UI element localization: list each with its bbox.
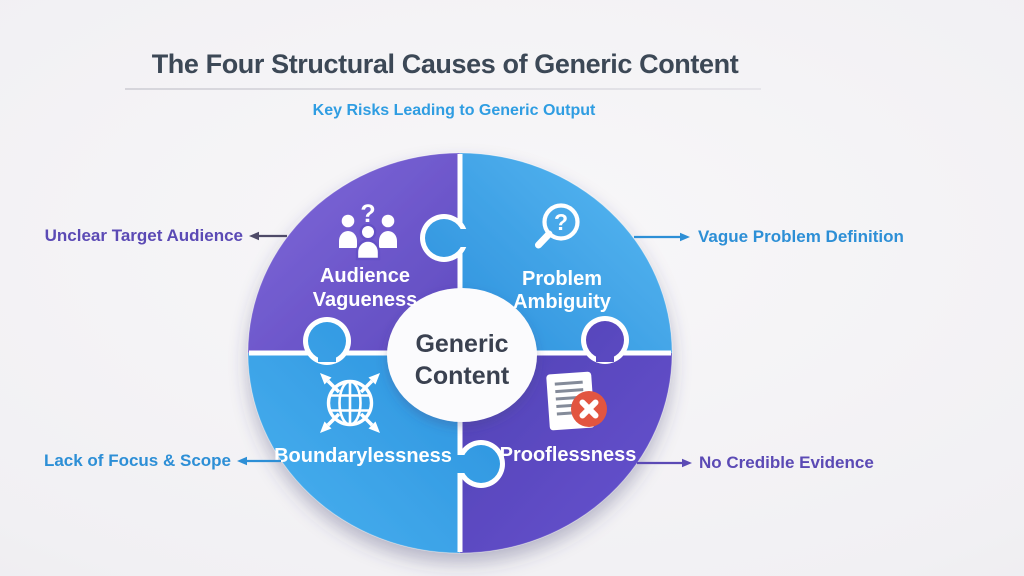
arrow-head-right-icon	[680, 232, 690, 242]
x-icon	[579, 399, 599, 419]
puzzle-knob	[308, 322, 346, 360]
question-glyph: ?	[360, 200, 375, 228]
puzzle-knob	[586, 321, 624, 359]
center-label-line2: Content	[415, 362, 510, 390]
quadrant-boundarylessness	[247, 352, 461, 554]
center-label-line1: Generic	[415, 330, 508, 358]
people-question-icon: ?	[339, 200, 397, 261]
document-error-icon	[546, 371, 607, 431]
magnifier-question-icon: ?	[535, 203, 580, 249]
arrow-head-left-icon	[249, 231, 259, 241]
title-divider	[125, 88, 761, 90]
label-audience-line2: Vagueness	[313, 289, 418, 311]
label-problem-line1: Problem	[522, 268, 602, 290]
callout-label: No Credible Evidence	[699, 453, 874, 472]
label-audience-line1: Audience	[320, 265, 410, 287]
callout-right-bottom: No Credible Evidence	[637, 453, 874, 472]
callout-label: Lack of Focus & Scope	[44, 451, 231, 470]
callout-left-top: Unclear Target Audience	[45, 226, 287, 245]
label-problem-line2: Ambiguity	[513, 291, 612, 313]
question-glyph: ?	[554, 209, 568, 235]
callout-label: Vague Problem Definition	[698, 227, 904, 246]
arrow-head-left-icon	[237, 456, 247, 466]
quadrant-problem-ambiguity	[459, 152, 673, 354]
callout-right-top: Vague Problem Definition	[634, 227, 904, 246]
label-boundarylessness: Boundarylessness	[274, 445, 452, 467]
center-circle	[387, 288, 537, 422]
quadrant-audience-vagueness	[247, 152, 461, 354]
puzzle-knob	[462, 445, 500, 483]
callout-left-bottom: Lack of Focus & Scope	[44, 451, 281, 470]
page-title: The Four Structural Causes of Generic Co…	[151, 49, 739, 79]
page-subtitle: Key Risks Leading to Generic Output	[312, 102, 596, 119]
globe-arrows-icon	[320, 373, 380, 433]
arrow-head-right-icon	[682, 458, 692, 468]
label-prooflessness: Prooflessness	[500, 444, 637, 466]
callout-label: Unclear Target Audience	[45, 226, 243, 245]
puzzle-knob	[425, 219, 463, 257]
